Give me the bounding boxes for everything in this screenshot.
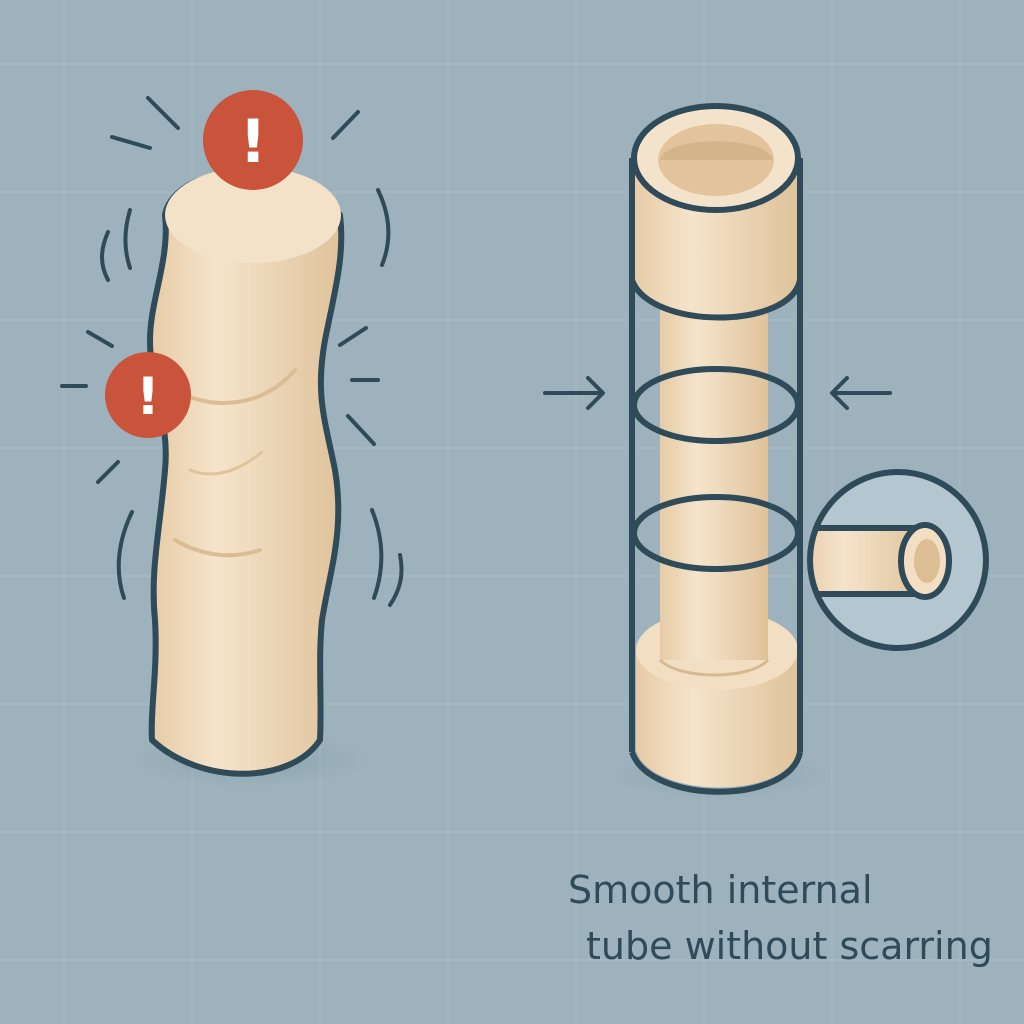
scarred-tube xyxy=(130,167,370,788)
scar-crease-3 xyxy=(188,450,264,476)
scar-crease-1 xyxy=(183,368,297,405)
caption-line-2: tube without scarring xyxy=(586,924,993,968)
exclamation-icon: ! xyxy=(239,107,266,177)
scarred-tube-body xyxy=(147,175,345,777)
support-ring-2 xyxy=(631,494,801,572)
warning-badge-top: ! xyxy=(203,90,303,190)
arrow-left-icon xyxy=(830,376,892,410)
arrow-right-icon xyxy=(543,376,605,410)
scarred-tube-top xyxy=(165,167,341,263)
support-ring-1 xyxy=(631,366,801,444)
exclamation-icon: ! xyxy=(136,367,160,427)
warning-badge-side: ! xyxy=(105,352,191,438)
smooth-tube-assembly xyxy=(610,103,830,799)
caption-line-1: Smooth internal xyxy=(568,868,873,912)
inner-tube xyxy=(660,290,768,660)
caption: Smooth internal tube without scarring xyxy=(560,862,1010,974)
stress-marks xyxy=(60,96,404,607)
scar-crease-2 xyxy=(173,538,262,558)
zoom-detail xyxy=(807,469,989,651)
